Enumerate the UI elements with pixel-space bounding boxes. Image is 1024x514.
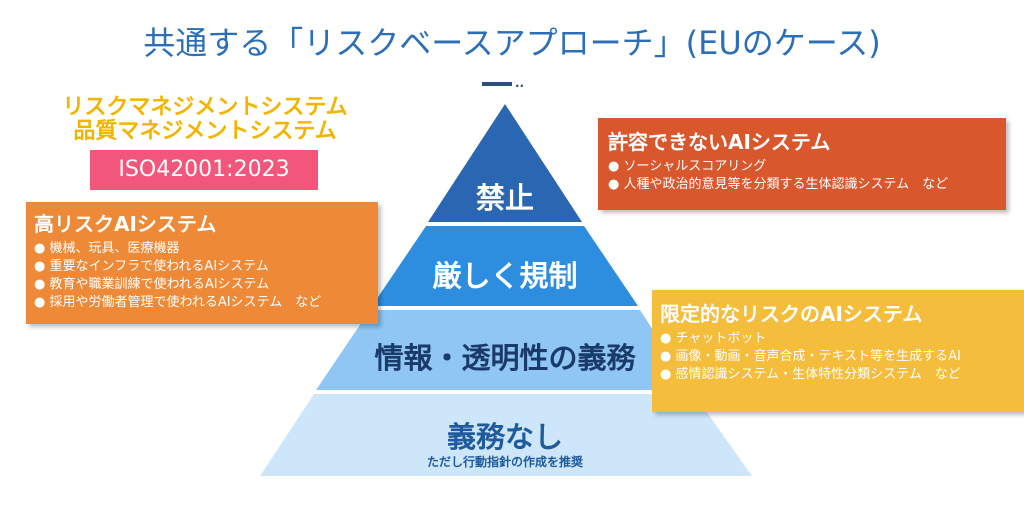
list-item: ● ソーシャルスコアリング <box>608 159 767 174</box>
list-item: ● チャットボット <box>660 331 767 346</box>
list-item: ● 感情認識システム・生体特性分類システム など <box>660 367 961 382</box>
list-item: ● 重要なインフラで使われるAIシステム <box>34 259 269 274</box>
page-title: 共通する「リスクベースアプローチ」(EUのケース) <box>143 24 881 62</box>
list-item: ● 教育や職業訓練で使われるAIシステム <box>34 277 270 292</box>
list-item: ● 人種や政治的意見等を分類する生体認識システム など <box>608 177 949 192</box>
unacceptable-heading: 許容できないAIシステム <box>608 130 831 154</box>
limited-risk-heading: 限定的なリスクのAIシステム <box>660 302 923 326</box>
unacceptable-risk-box: 許容できないAIシステム ● ソーシャルスコアリング ● 人種や政治的意見等を分… <box>598 118 1006 210</box>
tier-info-label: 情報・透明性の義務 <box>374 341 636 375</box>
title-dots: .. <box>515 76 525 90</box>
tier-none-label: 義務なし <box>446 420 563 454</box>
high-risk-heading: 高リスクAIシステム <box>34 212 217 236</box>
tier-info-shape <box>316 310 692 390</box>
tier-none-shape <box>260 394 752 476</box>
tier-strict-label: 厳しく規制 <box>432 259 578 293</box>
tier-strict-shape <box>372 226 638 306</box>
tier-ban-shape <box>428 104 582 222</box>
limited-risk-box: 限定的なリスクのAIシステム ● チャットボット ● 画像・動画・音声合成・テキ… <box>652 290 1024 412</box>
tier-none-sublabel: ただし行動指針の作成を推奨 <box>426 455 583 469</box>
title-underline <box>482 82 512 86</box>
management-line-2: 品質マネジメントシステム <box>73 119 337 144</box>
list-item: ● 画像・動画・音声合成・テキスト等を生成するAI <box>660 349 961 364</box>
list-item: ● 採用や労働者管理で使われるAIシステム など <box>34 295 322 310</box>
iso-standard-badge: ISO42001:2023 <box>90 150 318 190</box>
high-risk-box: 高リスクAIシステム ● 機械、玩具、医療機器 ● 重要なインフラで使われるAI… <box>26 202 378 324</box>
list-item: ● 機械、玩具、医療機器 <box>34 241 180 256</box>
management-line-1: リスクマネジメントシステム <box>62 95 348 120</box>
tier-ban-label: 禁止 <box>475 181 534 215</box>
